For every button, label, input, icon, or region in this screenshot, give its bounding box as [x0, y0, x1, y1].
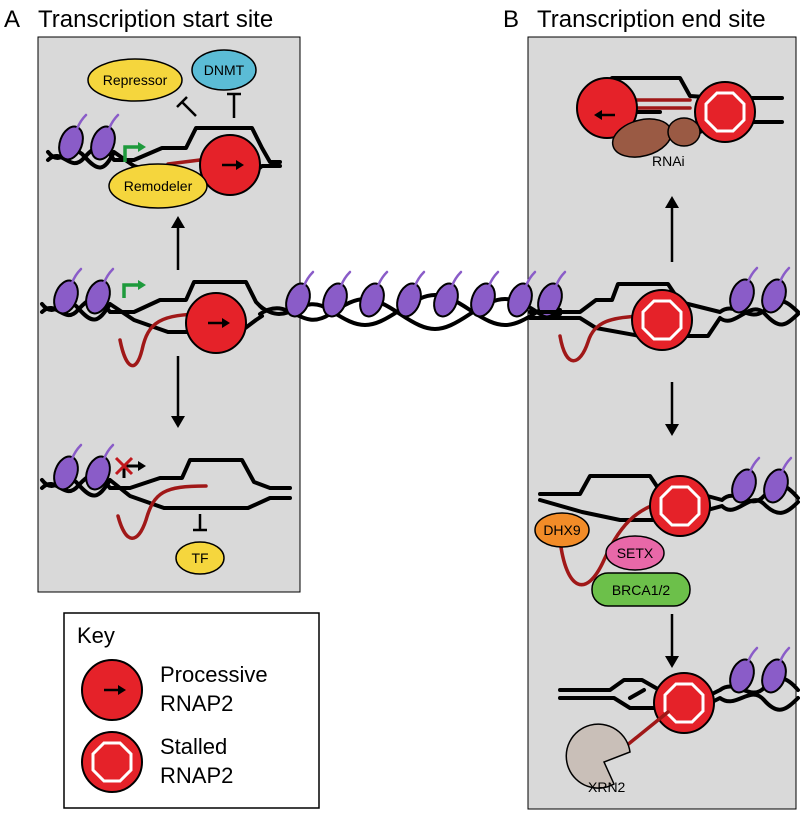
direction-arrow-icon: [222, 318, 230, 328]
blocked-x-icon: [114, 456, 134, 476]
xrn2-label: XRN2: [588, 779, 626, 795]
promoter-arrowhead-icon: [138, 142, 146, 152]
key-stalled-line1: Stalled: [160, 734, 227, 759]
nucleosome: [317, 270, 353, 321]
promoter-arrowhead-icon: [138, 280, 146, 290]
panel-a-title: Transcription start site: [38, 6, 273, 33]
tf-oval: [175, 541, 225, 575]
arrow-down-icon: [171, 356, 185, 428]
dhx9-label: DHX9: [543, 522, 581, 538]
tes-rloop-scenario: DHX9 SETX BRCA1/2: [534, 456, 800, 607]
tes-stalled-scenario: [528, 266, 800, 363]
tes-xrn2-scenario: XRN2: [558, 646, 800, 795]
brca-pill: [591, 572, 691, 607]
key-processive-line2: RNAP2: [160, 691, 233, 716]
processive-rnap2: [576, 77, 638, 139]
promoter-arrowhead-icon: [138, 461, 146, 471]
direction-arrow-icon: [594, 110, 602, 120]
remodeler-oval: [108, 163, 208, 209]
nucleosome: [354, 270, 390, 321]
repressor-label: Repressor: [103, 72, 168, 88]
setx-oval: [605, 535, 665, 571]
direction-arrow-icon: [236, 160, 244, 170]
tes-rnai-scenario: RNAi: [576, 76, 784, 169]
key-title: Key: [77, 623, 115, 648]
tf-label: TF: [191, 550, 208, 566]
tss-blocked-scenario: TF: [40, 443, 292, 575]
xrn2-pacman: [565, 723, 631, 789]
tss-repressed-scenario: Repressor DNMT Remodeler: [46, 49, 282, 209]
arrow-up-icon: [665, 196, 679, 262]
setx-label: SETX: [617, 545, 654, 561]
repression-bar-icon: [176, 96, 197, 117]
key-stalled-line2: RNAP2: [160, 763, 233, 788]
rnai-protein: [667, 117, 701, 147]
dnmt-oval: [191, 49, 257, 91]
key-processive-line1: Processive: [160, 662, 268, 687]
dnmt-label: DNMT: [204, 62, 245, 78]
dhx9-oval: [534, 512, 590, 548]
legend-key: Key Processive RNAP2 Stalled RNAP2: [63, 612, 320, 809]
panel-b-title: Transcription end site: [537, 6, 766, 33]
chromatin-fiber: [258, 270, 568, 331]
panel-b-letter: B: [503, 6, 519, 33]
panel-a-letter: A: [4, 6, 20, 33]
arrow-down-icon: [665, 382, 679, 436]
arrow-up-icon: [171, 216, 185, 270]
repression-bar-icon: [193, 514, 207, 532]
promoter-arrow-icon: [122, 283, 140, 298]
tss-active-scenario: [40, 267, 264, 368]
repression-bar-icon: [227, 92, 241, 118]
remodeler-label: Remodeler: [124, 178, 193, 194]
brca-label: BRCA1/2: [612, 582, 671, 598]
promoter-arrow-icon: [123, 145, 140, 162]
rnai-label: RNAi: [652, 153, 685, 169]
arrow-down-icon: [665, 614, 679, 668]
repressor-oval: [87, 58, 183, 102]
